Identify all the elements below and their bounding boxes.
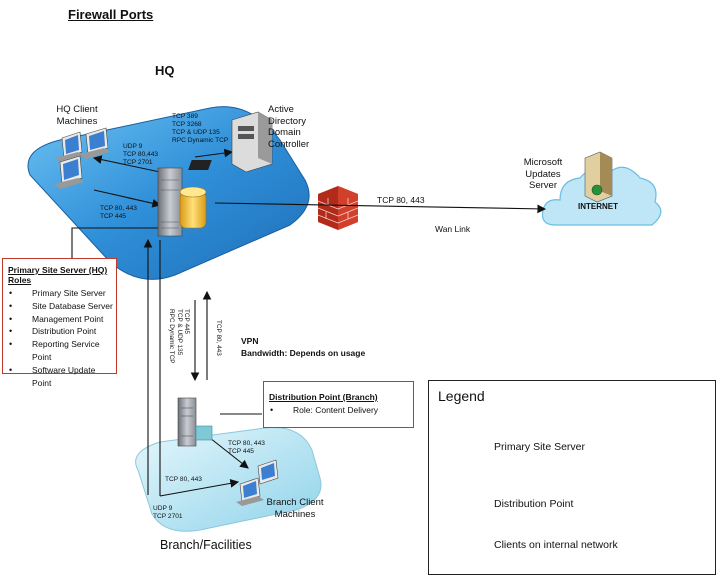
legend-item-clients: Clients on internal network [494,539,618,551]
distribution-point-server-icon [177,397,213,447]
primary-roles-title: Primary Site Server (HQ) Roles [8,265,108,285]
branch-label: Branch/Facilities [160,538,252,552]
legend-title: Legend [438,388,485,404]
link-to-ad [194,148,234,158]
ports-branch-dp: TCP 80, 443 TCP 445 [228,440,265,455]
role-item: Management Point [8,313,116,326]
vpn-down-ports: TCP 445 TCP & UDP 135 RPC Dynamic TCP [168,309,190,364]
domain-controller-icon [188,111,273,173]
microsoft-server-label: Microsoft Updates Server [523,157,563,191]
role-item: Software Update Point [8,364,116,390]
role-item: Primary Site Server [8,287,116,300]
branch-client-computer-icon-1 [257,459,279,485]
ports-hq-clients-2: TCP 80, 443 TCP 445 [100,205,137,220]
legend-item-primary-site-server: Primary Site Server [494,441,586,453]
ports-branch-bottom: UDP 9 TCP 2701 [153,505,183,520]
branch-network-platform [135,426,322,532]
primary-site-roles-box: Primary Site Server (HQ) Roles Primary S… [2,258,117,388]
wan-link-label: Wan Link [435,224,471,234]
page-title: Firewall Ports [68,7,154,22]
role-item: Distribution Point [8,325,116,338]
ad-label: Active Directory Domain Controller [268,104,310,150]
link-to-hq-clients [92,155,161,173]
link-branch-left [159,479,240,497]
branch-client-label: Branch Client Machines [266,497,324,520]
link-to-internet [214,202,547,214]
dp-role-item: Role: Content Delivery [269,404,413,417]
role-item: Reporting Service Point [8,338,116,364]
ports-hq-clients: UDP 9 TCP 80,443 TCP 2701 [123,143,159,166]
hq-client-computer-icon-2 [80,127,110,159]
vpn-label: VPN [241,336,259,346]
legend-box: Legend Primary Site Server Distribution … [428,380,716,575]
dp-roles-title: Distribution Point (Branch) [269,392,378,402]
role-item: Site Database Server [8,300,116,313]
hq-client-label: HQ Client Machines [56,104,98,127]
ports-branch-left: TCP 80, 443 [165,476,202,483]
hq-client-computer-icon-1 [55,131,84,163]
microsoft-update-server-icon [584,151,613,203]
vpn-up-ports: TCP 80, 443 [215,320,222,356]
dp-roles-box: Distribution Point (Branch) Role: Conten… [263,381,414,428]
link-primary-box [71,227,160,258]
link-hq-clients-2 [93,189,162,208]
ports-internet: TCP 80, 443 [377,195,425,205]
branch-client-computer-icon-2 [236,477,264,506]
primary-site-server-icon [157,167,207,237]
ports-ad: TCP 389 TCP 3268 TCP & UDP 135 RPC Dynam… [172,113,229,144]
hq-client-computer-icon-3 [54,155,84,189]
bandwidth-label: Bandwidth: Depends on usage [241,348,366,358]
legend-item-distribution-point: Distribution Point [494,498,574,510]
internet-label: INTERNET [578,202,618,211]
link-dp-to-branch-clients [209,437,249,469]
hq-label: HQ [155,63,175,78]
firewall-icon [317,186,359,230]
